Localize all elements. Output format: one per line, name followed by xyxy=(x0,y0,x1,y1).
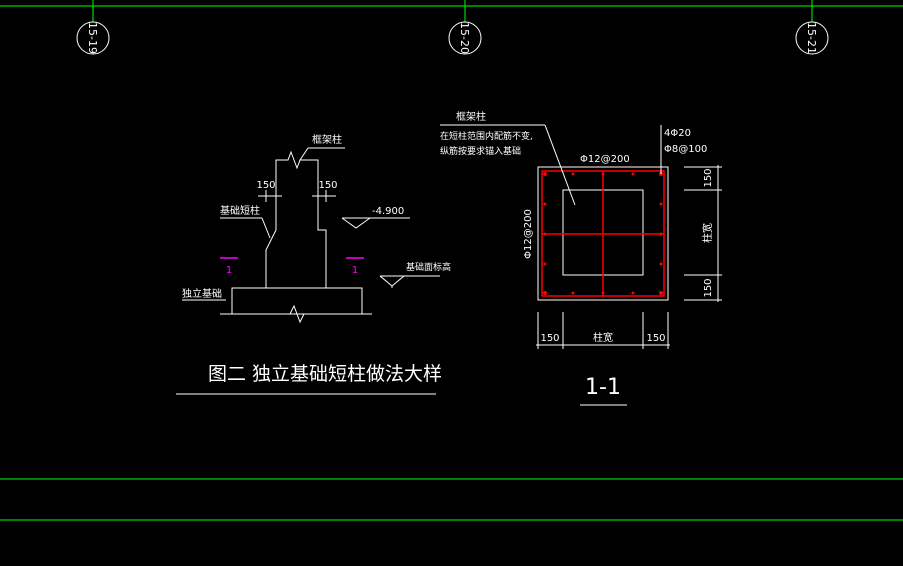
dim-right-mid-width: 柱宽 xyxy=(701,223,714,243)
rebar-dots xyxy=(543,172,663,295)
left-caption: 图二 独立基础短柱做法大样 xyxy=(208,363,442,385)
label-short-column: 基础短柱 xyxy=(220,204,260,217)
section-label-frame-column: 框架柱 xyxy=(456,110,486,123)
axis-bubble-2: 15-20 xyxy=(448,0,482,55)
section-outer-outline xyxy=(537,166,669,301)
axis-bubble-1: 15-19 xyxy=(76,0,110,55)
label-frame-column: 框架柱 xyxy=(312,133,342,146)
section-caption: 1-1 xyxy=(585,375,621,400)
frame-column-outline xyxy=(275,150,319,200)
label-footing: 独立基础 xyxy=(182,287,222,300)
section-note-line2: 纵筋按要求锚入基础 xyxy=(440,145,521,157)
rebar-long-text: 4Φ20 xyxy=(664,128,691,139)
side-bars-text: Φ12@200 xyxy=(523,209,534,259)
section-note-line1: 在短柱范围内配筋不变, xyxy=(440,130,533,142)
dim-right-top-150: 150 xyxy=(703,168,714,187)
left-detail: 150 150 框架柱 基础短柱 独立基础 -4.900 基础面标高 1 1 图… xyxy=(176,133,451,395)
dim-right-150: 150 xyxy=(318,180,337,191)
dim-left-150: 150 xyxy=(256,180,275,191)
axis-label-2: 15-20 xyxy=(458,22,471,54)
dim-bottom-right-150: 150 xyxy=(646,333,665,344)
axis-label-3: 15-21 xyxy=(805,22,818,54)
section-mark-right: 1 xyxy=(352,265,358,276)
dim-bottom-left-150: 150 xyxy=(540,333,559,344)
axis-label-1: 15-19 xyxy=(86,22,99,54)
short-column-right-edge xyxy=(317,200,327,288)
short-column-left-edge xyxy=(265,200,277,288)
label-footing-top: 基础面标高 xyxy=(406,261,451,273)
axis-bubble-3: 15-21 xyxy=(795,0,829,55)
dim-right-bottom-150: 150 xyxy=(703,278,714,297)
section-mark-left: 1 xyxy=(226,265,232,276)
footing-break-line xyxy=(220,304,372,324)
rebar-stirrup-text: Φ8@100 xyxy=(664,144,707,155)
elevation-text: -4.900 xyxy=(372,206,404,217)
footing-outline xyxy=(231,287,363,315)
dim-bottom-mid-width: 柱宽 xyxy=(593,331,613,344)
section-detail: 框架柱 在短柱范围内配筋不变, 纵筋按要求锚入基础 4Φ20 Φ8@100 Φ1… xyxy=(440,110,722,406)
top-bars-text: Φ12@200 xyxy=(580,154,630,165)
